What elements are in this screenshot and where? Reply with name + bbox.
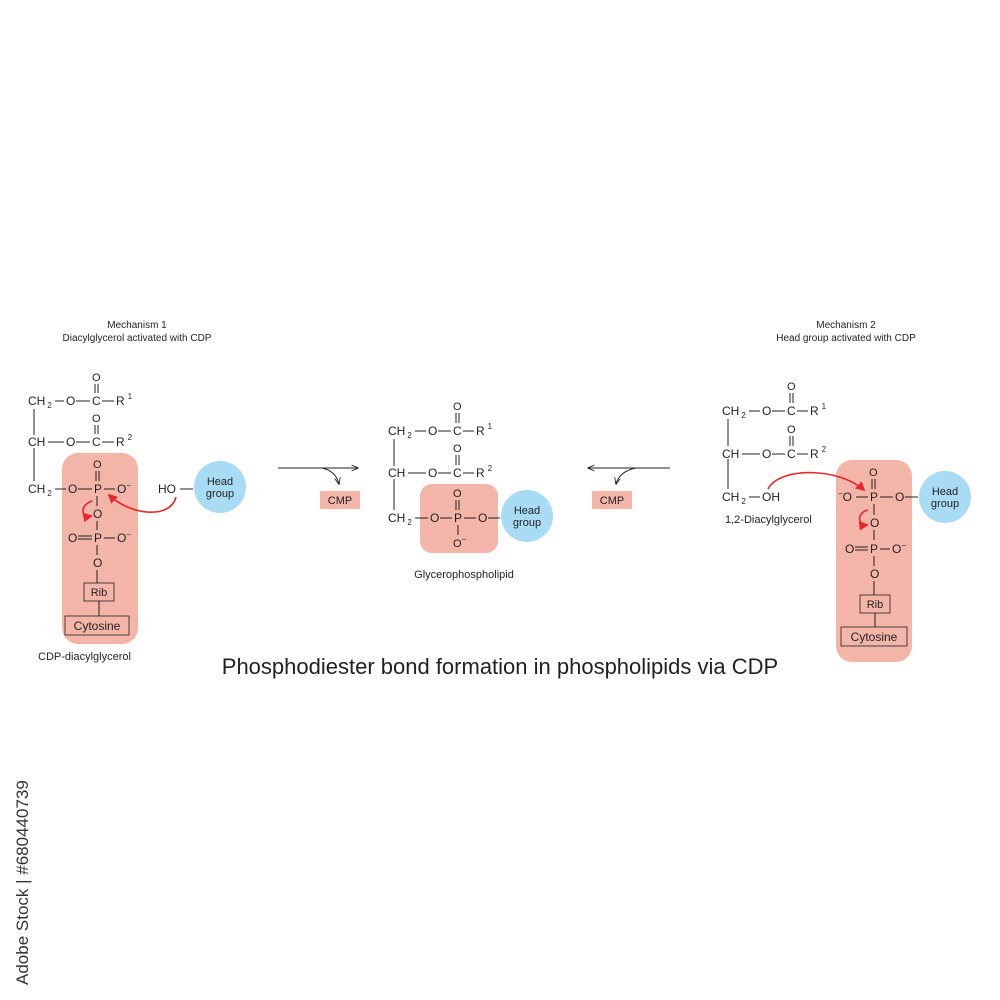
oxygen-atom: O: [762, 404, 771, 418]
oxyanion: O−: [453, 535, 467, 550]
mechanism-2-subheading: Head group activated with CDP: [776, 333, 916, 344]
phosphorus-atom: P: [454, 511, 462, 525]
cmp-label: CMP: [600, 495, 624, 507]
carbon-atom: C: [453, 466, 462, 480]
ch-label: CH: [28, 435, 45, 449]
cytosine-box: [64, 615, 130, 636]
mechanism-2: Mechanism 2 Head group activated with CD…: [722, 320, 971, 662]
cmp-label: CMP: [328, 495, 352, 507]
ester-oxygen: O: [870, 567, 879, 581]
product-label: Glycerophospholipid: [414, 569, 514, 581]
carbonyl-oxygen: O: [92, 372, 101, 384]
bridging-oxygen: O: [870, 516, 879, 530]
carbonyl-oxygen: O: [787, 381, 796, 393]
cytosine-box: [840, 626, 908, 647]
mechanism-1-subheading: Diacylglycerol activated with CDP: [63, 333, 212, 344]
oxygen-atom: O: [68, 482, 77, 496]
carbon-atom: C: [92, 394, 101, 408]
ch-label: CH: [722, 447, 739, 461]
oxygen-atom: O: [68, 531, 77, 545]
carbonyl-oxygen: O: [453, 401, 462, 413]
oxygen-atom: O: [430, 511, 439, 525]
head-group-label: Head: [514, 505, 540, 517]
carbon-atom: C: [92, 435, 101, 449]
oxyanion: O−: [892, 541, 906, 556]
cmp-box: [320, 491, 360, 509]
head-group-label: Head: [207, 476, 233, 488]
mechanism-2-heading: Mechanism 2: [816, 320, 876, 331]
diagram-title: Phosphodiester bond formation in phospho…: [222, 654, 778, 679]
hydroxyl-label: OH: [762, 490, 780, 504]
oxygen-atom: O: [478, 511, 487, 525]
head-group-label: group: [206, 488, 234, 500]
head-group-label: group: [513, 517, 541, 529]
ester-oxygen: O: [93, 556, 102, 570]
head-group-label: group: [931, 498, 959, 510]
mechanism-1: Mechanism 1 Diacylglycerol activated wit…: [28, 320, 246, 663]
stock-watermark-text: Adobe Stock | #680440739: [13, 780, 32, 985]
carbonyl-oxygen: O: [787, 424, 796, 436]
reaction-arrow-1: CMP: [278, 468, 360, 509]
head-group-circle: [501, 490, 553, 542]
phosphate-highlight-box: [420, 484, 498, 553]
electron-shift-arrow: [858, 509, 869, 531]
reaction-arrow-2: CMP: [588, 468, 670, 509]
cdp-highlight-box: [62, 453, 138, 644]
cmp-box: [592, 491, 632, 509]
reactant-label: CDP-diacylglycerol: [38, 651, 131, 663]
nucleophilic-attack-arrow: [767, 471, 866, 492]
phosphorus-atom: P: [870, 490, 878, 504]
carbonyl-oxygen: O: [453, 443, 462, 455]
oxygen-atom: O: [66, 435, 75, 449]
bridging-oxygen: O: [93, 507, 102, 521]
head-group-circle: [919, 471, 971, 523]
oxyanion: O−: [117, 530, 131, 545]
hydroxyl-label: HO: [158, 482, 176, 496]
head-group-label: Head: [932, 486, 958, 498]
ch-label: CH: [388, 466, 405, 480]
oxygen-atom: O: [428, 424, 437, 438]
cytosine-label: Cytosine: [74, 619, 121, 633]
reactant-label: 1,2-Diacylglycerol: [725, 514, 812, 526]
phosphorus-atom: P: [870, 542, 878, 556]
phosphorus-atom: P: [94, 482, 102, 496]
oxygen-atom: O: [762, 447, 771, 461]
carbon-atom: C: [453, 424, 462, 438]
oxyanion: O−: [117, 481, 131, 496]
phosphoryl-oxygen: O: [453, 488, 462, 500]
carbon-atom: C: [787, 447, 796, 461]
head-group-circle: [194, 461, 246, 513]
phosphoryl-oxygen: O: [869, 467, 878, 479]
oxygen-atom: O: [66, 394, 75, 408]
oxygen-atom: O: [428, 466, 437, 480]
oxyanion: −O: [838, 489, 852, 504]
nucleophilic-attack-arrow: [107, 493, 177, 513]
carbonyl-oxygen: O: [92, 413, 101, 425]
phosphoryl-oxygen: O: [93, 459, 102, 471]
electron-shift-arrow: [82, 500, 93, 523]
ribose-label: Rib: [867, 599, 884, 611]
carbon-atom: C: [787, 404, 796, 418]
oxygen-atom: O: [845, 542, 854, 556]
ribose-label: Rib: [91, 587, 108, 599]
oxygen-atom: O: [895, 490, 904, 504]
mechanism-1-heading: Mechanism 1: [107, 320, 167, 331]
phosphorus-atom: P: [94, 531, 102, 545]
cytosine-label: Cytosine: [851, 630, 898, 644]
